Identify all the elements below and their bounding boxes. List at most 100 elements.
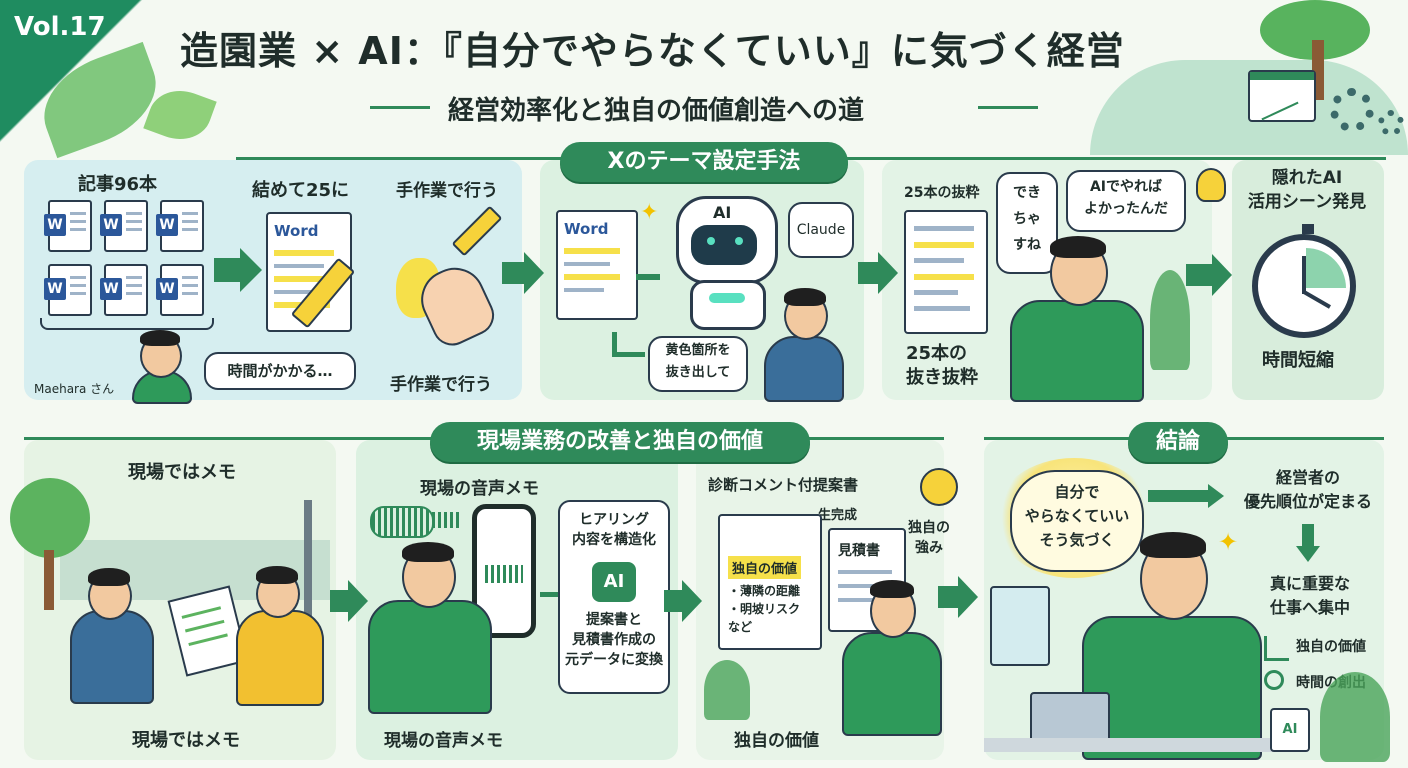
person-worker2-hair <box>256 566 298 584</box>
dekichau-3: すね <box>1013 237 1041 253</box>
focus-2: 仕事へ集中 <box>1269 598 1350 617</box>
convert-2: 見積書作成の <box>572 632 656 648</box>
monitor-icon <box>990 586 1050 666</box>
person-worker1-hair <box>88 568 130 586</box>
person-maehara-hair <box>140 330 180 346</box>
mug-icon: AI <box>1270 708 1310 752</box>
elbow-arrow <box>612 332 645 357</box>
extract-line-1: 黄色箇所を <box>665 343 731 358</box>
laptop-icon <box>1030 692 1110 742</box>
page-subtitle: 経営効率化と独自の価値創造への道 <box>448 96 865 126</box>
flow-arrow <box>1186 264 1212 286</box>
person-user-body <box>764 336 844 402</box>
clock-icon <box>1264 670 1284 690</box>
structuring-box: ヒアリング 内容を構造化 AI 提案書と 見積書作成の 元データに変換 <box>558 500 670 694</box>
person-worker2-body <box>236 610 324 706</box>
benefit-unique-value: 独自の価値 <box>1296 639 1366 655</box>
word-file-icon: W <box>100 200 148 252</box>
extract-instruction: 黄色箇所を 抜き出して <box>648 336 748 392</box>
tree-memo <box>10 478 90 558</box>
bracket <box>40 318 214 330</box>
person-voice-body <box>368 600 492 714</box>
voice-top-label: 現場の音声メモ <box>420 479 539 499</box>
section3-header: 結論 <box>1128 422 1228 462</box>
person-manager-hair <box>1050 236 1106 258</box>
priority-2: 優先順位が定まる <box>1243 492 1372 511</box>
time-bubble: 時間がかかる… <box>204 352 356 390</box>
proposal-title: 診断コメント付提案書 <box>708 476 859 494</box>
sparkle-icon: ✦ <box>1218 528 1239 556</box>
word-file-icon: W <box>156 200 204 252</box>
cloud-1: 自分で <box>1054 483 1100 501</box>
arrow-to-priority <box>1148 490 1208 502</box>
unique-value-bottom: 独自の価値 <box>734 731 819 751</box>
subtitle-line-left <box>370 106 430 109</box>
person-manager-body <box>1010 300 1144 402</box>
ai-chip-icon: AI <box>592 562 636 602</box>
ai-realization-1: AIでやれば <box>1089 179 1163 195</box>
arrow-down-head <box>1296 546 1320 562</box>
focus-1: 真に重要な <box>1269 574 1350 593</box>
lightbulb-icon <box>1196 168 1226 202</box>
robot-ai-label: AI <box>713 203 732 222</box>
laptop-chart-icon <box>1248 70 1316 122</box>
extract-line-2: 抜き出して <box>665 365 731 380</box>
sparkle-icon: ✦ <box>640 200 659 225</box>
hidden-ai: 隠れたAI 活用シーン発見 <box>1232 166 1382 214</box>
flow-arrow <box>938 586 958 608</box>
flow-arrow <box>664 590 682 612</box>
extract25-bottom: 25本の 抜き抜粋 <box>906 342 978 390</box>
award-badge-icon <box>920 468 958 506</box>
flow-arrow <box>330 590 348 612</box>
flow-arrow-head <box>524 252 544 294</box>
unique-value-tag: 独自の価値 <box>728 556 802 579</box>
ai-robot-body <box>690 280 766 330</box>
unique-strength-2: 強み <box>915 540 943 556</box>
soundwave-icon <box>370 506 434 538</box>
word-file-icon: W <box>44 200 92 252</box>
narrow-label: 結めて25に <box>252 180 350 201</box>
memo-top-label: 現場ではメモ <box>128 462 236 483</box>
plant-decoration-2 <box>704 660 750 720</box>
estimate-label: 見積書 <box>838 543 880 559</box>
dekichau-bubble: でき ちゃ すね <box>996 172 1058 274</box>
hidden-ai-1: 隠れたAI <box>1271 168 1343 188</box>
word-doc-label-2: Word <box>564 220 609 238</box>
flow-arrow-head <box>682 580 702 622</box>
priority-text: 経営者の 優先順位が定まる <box>1228 466 1388 514</box>
priority-1: 経営者の <box>1275 468 1340 487</box>
page-title: 造園業 × AI：『自分でやらなくていい』に気づく経営 <box>180 29 1125 73</box>
ai-realization-bubble: AIでやれば よかったんだ <box>1066 170 1186 232</box>
tree-memo-trunk <box>44 550 54 610</box>
subtitle-line-right <box>978 106 1038 109</box>
flow-arrow <box>858 262 878 284</box>
stopwatch-icon <box>1252 224 1356 338</box>
ai-robot-head: AI <box>676 196 778 284</box>
person-proposal-body <box>842 632 942 736</box>
plant-decoration-3 <box>1320 672 1390 762</box>
flow-arrow-head <box>878 252 898 294</box>
plant-decoration <box>1150 270 1190 370</box>
extract-document <box>904 210 988 334</box>
person-voice-hair <box>402 542 454 562</box>
arrow-to-priority-head <box>1208 484 1224 508</box>
cloud-3: そう気づく <box>1039 531 1115 549</box>
convert-1: 提案書と <box>586 612 642 628</box>
word-file-icon: W <box>44 264 92 316</box>
doc-item-3: など <box>728 620 753 634</box>
realization-cloud: 自分で やらなくていい そう気づく <box>1010 470 1144 572</box>
arrow-down <box>1302 524 1314 548</box>
word-document-2: Word <box>556 210 638 320</box>
person-proposal-hair <box>870 580 914 598</box>
memo-bottom-label: 現場ではメモ <box>132 730 240 751</box>
extract25-bottom-2: 抜き抜粋 <box>906 367 978 388</box>
arrow-to-robot <box>636 274 660 280</box>
person-conclusion-hair <box>1140 532 1206 558</box>
section1-header: Xのテーマ設定手法 <box>560 142 848 182</box>
desk <box>984 738 1284 752</box>
person-worker1-body <box>70 610 154 704</box>
time-short-label: 時間短縮 <box>1262 350 1334 371</box>
unique-strength: 独自の 強み <box>908 518 950 558</box>
manual-label-bottom: 手作業で行う <box>390 375 492 395</box>
generated-label: 生完成 <box>818 508 858 523</box>
